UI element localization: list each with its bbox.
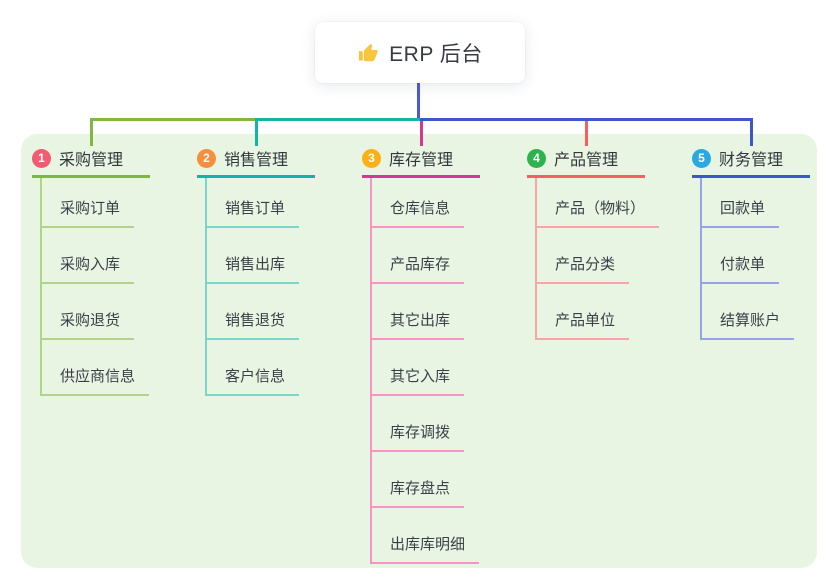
connector-line	[255, 118, 258, 146]
branch-children: 仓库信息产品库存其它出库其它入库库存调拨库存盘点出库库明细	[370, 178, 480, 564]
child-node[interactable]: 供应商信息	[42, 340, 150, 396]
connector-line	[90, 118, 93, 146]
branch-node[interactable]: 2 销售管理	[197, 146, 315, 178]
branch-node-label: 采购管理	[59, 152, 124, 169]
branch-2: 2 销售管理销售订单销售出库销售退货客户信息	[197, 146, 315, 396]
branch-3: 3 库存管理仓库信息产品库存其它出库其它入库库存调拨库存盘点出库库明细	[362, 146, 480, 564]
child-node[interactable]: 出库库明细	[372, 508, 480, 564]
root-node-label: ERP 后台	[389, 42, 483, 66]
connector-line	[90, 118, 255, 121]
branch-node[interactable]: 3 库存管理	[362, 146, 480, 178]
child-node[interactable]: 销售出库	[207, 228, 300, 284]
child-node[interactable]: 库存盘点	[372, 452, 465, 508]
child-node[interactable]: 销售订单	[207, 178, 300, 228]
child-node[interactable]: 付款单	[702, 228, 780, 284]
thumbs-up-icon	[359, 43, 379, 62]
connector-line	[420, 118, 752, 121]
branch-children: 回款单付款单结算账户	[700, 178, 795, 340]
branch-number-badge: 4	[527, 148, 546, 168]
branch-number-badge: 1	[32, 148, 51, 168]
connector-line	[750, 118, 753, 146]
child-node[interactable]: 销售退货	[207, 284, 300, 340]
mindmap-panel	[21, 134, 817, 568]
branch-node[interactable]: 1 采购管理	[32, 146, 150, 178]
branch-number-badge: 2	[197, 148, 216, 168]
branch-children: 产品（物料）产品分类产品单位	[535, 178, 660, 340]
child-node[interactable]: 其它出库	[372, 284, 465, 340]
branch-number-badge: 3	[362, 148, 381, 168]
child-node[interactable]: 回款单	[702, 178, 780, 228]
branch-node[interactable]: 4 产品管理	[527, 146, 645, 178]
child-node[interactable]: 客户信息	[207, 340, 300, 396]
branch-node-label: 产品管理	[554, 152, 619, 169]
child-node[interactable]: 产品（物料）	[537, 178, 660, 228]
child-node[interactable]: 产品库存	[372, 228, 465, 284]
branch-node[interactable]: 5 财务管理	[692, 146, 810, 178]
branch-children: 销售订单销售出库销售退货客户信息	[205, 178, 300, 396]
connector-line	[255, 118, 420, 121]
child-node[interactable]: 产品单位	[537, 284, 630, 340]
child-node[interactable]: 采购入库	[42, 228, 135, 284]
child-node[interactable]: 采购退货	[42, 284, 135, 340]
connector-line	[585, 118, 588, 146]
branch-node-label: 库存管理	[389, 152, 454, 169]
child-node[interactable]: 采购订单	[42, 178, 135, 228]
child-node[interactable]: 仓库信息	[372, 178, 465, 228]
branch-5: 5 财务管理回款单付款单结算账户	[692, 146, 810, 340]
branch-1: 1 采购管理采购订单采购入库采购退货供应商信息	[32, 146, 150, 396]
branch-4: 4 产品管理产品（物料）产品分类产品单位	[527, 146, 660, 340]
child-node[interactable]: 结算账户	[702, 284, 795, 340]
child-node[interactable]: 库存调拨	[372, 396, 465, 452]
branch-children: 采购订单采购入库采购退货供应商信息	[40, 178, 150, 396]
child-node[interactable]: 产品分类	[537, 228, 630, 284]
root-node[interactable]: ERP 后台	[315, 22, 525, 83]
branch-node-label: 财务管理	[719, 152, 784, 169]
branch-node-label: 销售管理	[224, 152, 289, 169]
branch-number-badge: 5	[692, 148, 711, 168]
connector-line	[420, 118, 423, 146]
child-node[interactable]: 其它入库	[372, 340, 465, 396]
root-connector-line	[417, 82, 420, 121]
